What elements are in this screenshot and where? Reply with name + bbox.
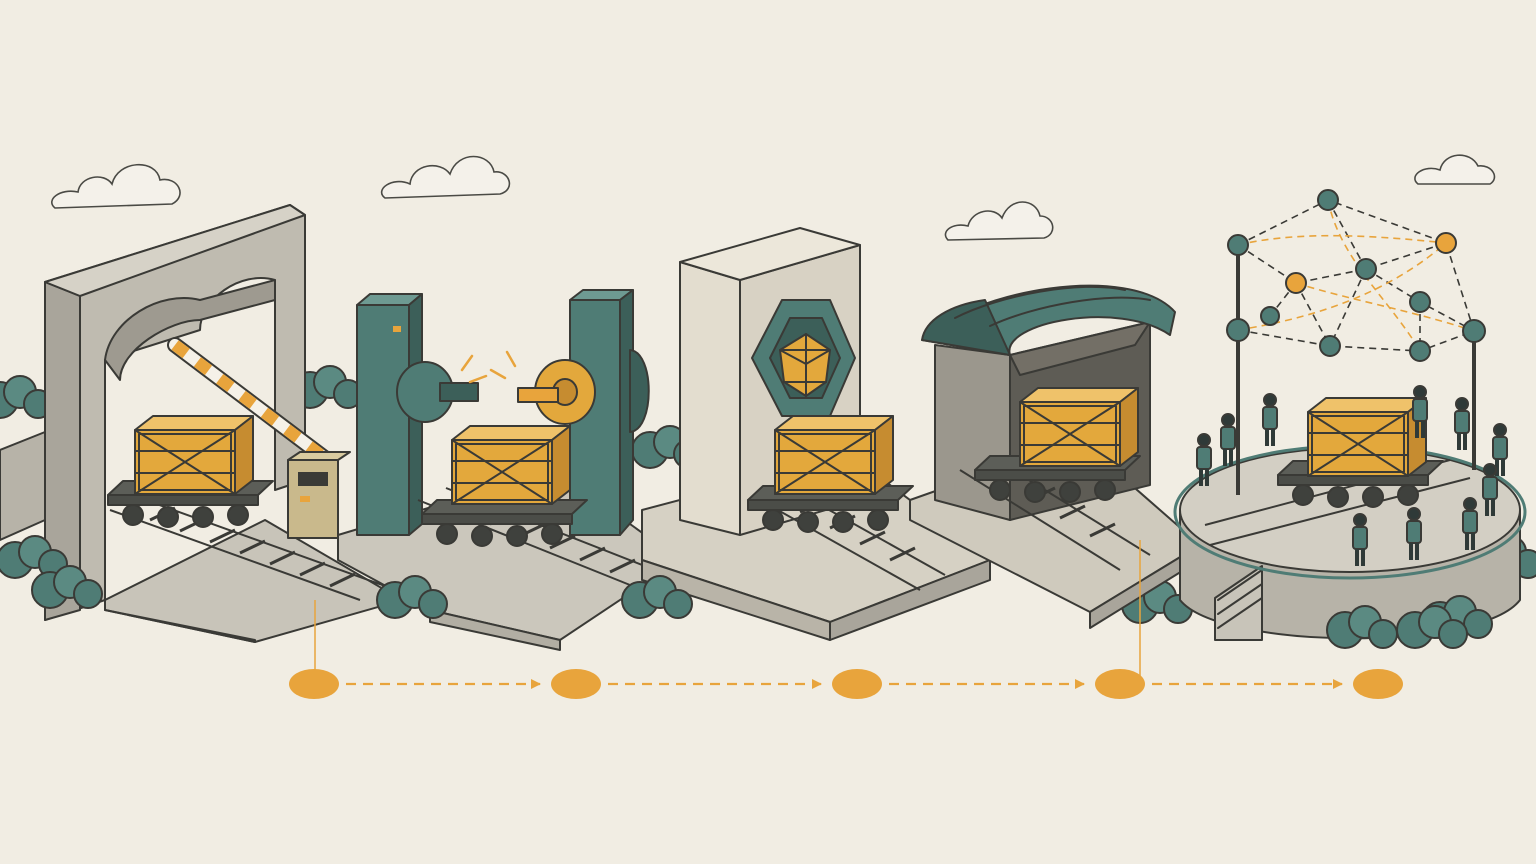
stage-gate	[0, 204, 386, 676]
ticket-booth-icon	[287, 451, 351, 539]
flow-node	[551, 669, 601, 699]
cloud-icon	[51, 163, 181, 209]
spark-icon	[460, 350, 517, 384]
stone-archway-icon	[44, 204, 306, 621]
stage-plug	[337, 289, 681, 651]
cloud-icon	[380, 155, 511, 199]
crate-icon	[774, 415, 894, 495]
flow-node	[832, 669, 882, 699]
crate-icon	[1307, 397, 1427, 477]
plug-pillar-icon	[517, 289, 650, 536]
stage-seal	[621, 227, 1193, 641]
stage-shelter	[909, 284, 1201, 676]
hexagon-gem-icon	[751, 299, 856, 417]
crate-icon	[134, 415, 254, 495]
crate-icon	[1019, 387, 1139, 467]
rail-track	[109, 497, 386, 601]
stage-network	[1173, 189, 1527, 649]
process-flow	[289, 669, 1403, 699]
clouds	[51, 154, 1496, 241]
cloud-icon	[944, 201, 1054, 241]
network-dome-icon	[1226, 189, 1486, 495]
flow-node	[1095, 669, 1145, 699]
plug-socket-pillar-icon	[356, 293, 479, 536]
flow-node	[1353, 669, 1403, 699]
cloud-icon	[1414, 154, 1496, 185]
flow-node	[289, 669, 339, 699]
barrier-arm-icon	[167, 337, 338, 470]
crate-icon	[451, 425, 571, 505]
